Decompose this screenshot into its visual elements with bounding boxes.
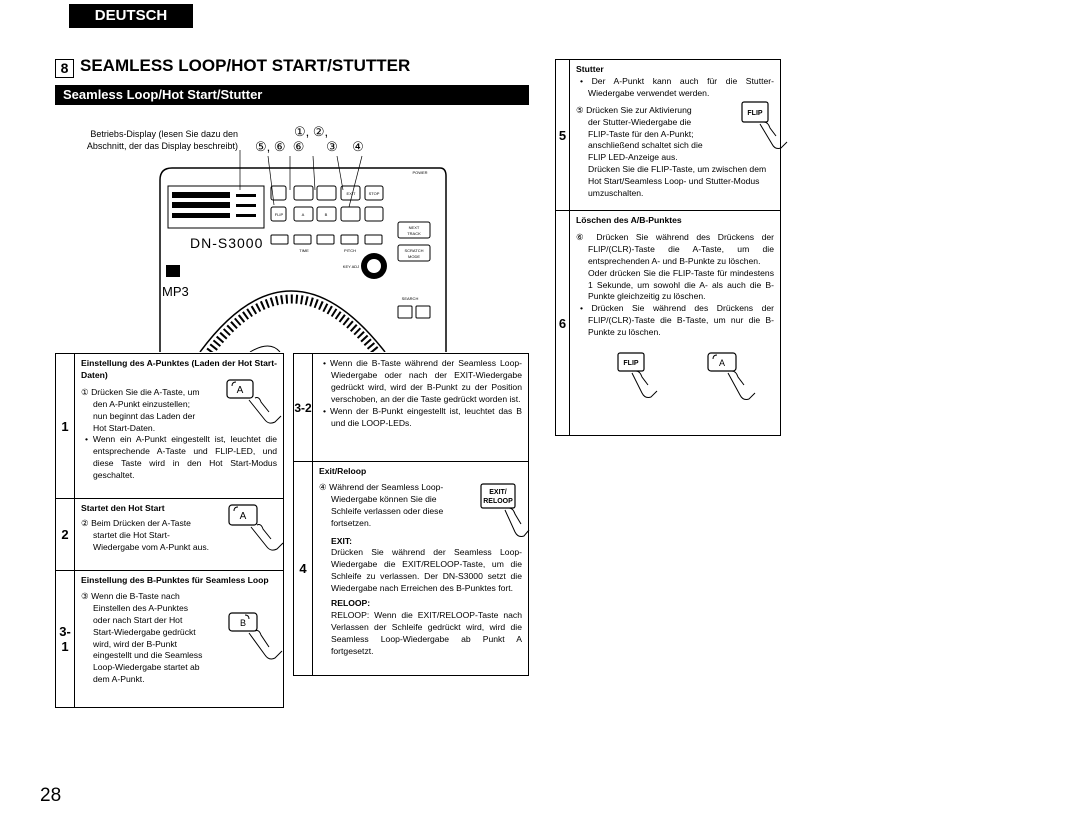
svg-text:A: A bbox=[240, 511, 247, 522]
svg-text:RELOOP: RELOOP bbox=[483, 498, 513, 505]
svg-text:SCRATCH: SCRATCH bbox=[404, 248, 423, 253]
svg-text:MODE: MODE bbox=[408, 254, 420, 259]
section-number: 8 bbox=[55, 59, 74, 78]
step-number: 4 bbox=[293, 461, 313, 676]
a-button-press-icon: A bbox=[226, 379, 282, 424]
step-number: 3-1 bbox=[55, 570, 75, 708]
flip-a-button-press-icon: FLIP A bbox=[617, 352, 756, 401]
middle-steps-table: 3-2 • Wenn die B-Taste während der Seaml… bbox=[293, 353, 530, 676]
step-heading: Einstellung des B-Punktes für Seamless L… bbox=[81, 575, 269, 585]
step-heading: Löschen des A/B-Punktes bbox=[576, 215, 682, 225]
left-steps-table: 1 Einstellung des A-Punktes (Laden der H… bbox=[55, 353, 284, 708]
figure-callout-numbers-top: ①, ②, bbox=[294, 124, 329, 139]
figure-callout-text: Betriebs-Display (lesen Sie dazu den Abs… bbox=[86, 129, 238, 151]
svg-text:TRACK: TRACK bbox=[407, 231, 421, 236]
step-heading: Startet den Hot Start bbox=[81, 503, 165, 513]
reloop-text: RELOOP: Wenn die EXIT/RELOOP-Taste nach … bbox=[331, 609, 522, 656]
svg-text:B: B bbox=[325, 212, 328, 217]
step-bullet: • Der A-Punkt kann auch für die Stutter-… bbox=[580, 75, 774, 98]
right-steps-table: 5 Stutter • Der A-Punkt kann auch für di… bbox=[555, 59, 788, 436]
figure-callout-numbers: ⑤, ⑥ ⑥ ③ ④ bbox=[255, 139, 364, 154]
step-bullet: • Wenn die B-Taste während der Seamless … bbox=[323, 358, 522, 404]
step-bullet: • Wenn ein A-Punkt eingestellt ist, leuc… bbox=[85, 434, 277, 481]
svg-text:TIME: TIME bbox=[299, 248, 309, 253]
subsection-title: Seamless Loop/Hot Start/Stutter bbox=[55, 85, 529, 105]
step-text: ③ Wenn die B-Taste nach Einstellen des A… bbox=[81, 590, 203, 685]
svg-text:FLIP: FLIP bbox=[275, 212, 284, 217]
step-number: 1 bbox=[55, 353, 75, 499]
svg-text:FLIP: FLIP bbox=[747, 110, 762, 117]
svg-text:EXIT: EXIT bbox=[347, 191, 356, 196]
device-illustration: POWER EXIT STOP NEXT TRACK SCRATCH MODE … bbox=[159, 150, 447, 352]
step-number: 3-2 bbox=[293, 353, 313, 462]
step-text: ② Beim Drücken der A-Taste startet die H… bbox=[81, 517, 210, 552]
exit-text: Drücken Sie während der Seamless Loop-Wi… bbox=[331, 547, 522, 594]
step-text-alt: Oder drücken Sie die FLIP-Taste für mind… bbox=[588, 267, 774, 302]
svg-text:A: A bbox=[237, 385, 244, 396]
step-heading: Stutter bbox=[576, 64, 604, 74]
svg-text:FLIP: FLIP bbox=[623, 360, 638, 367]
reloop-heading: RELOOP: bbox=[331, 598, 371, 609]
svg-text:EXIT/: EXIT/ bbox=[489, 489, 507, 496]
flip-button-press-icon: FLIP bbox=[741, 101, 788, 149]
step-heading: Exit/Reloop bbox=[319, 466, 367, 476]
step-text: ⑤ Drücken Sie zur Aktivierung der Stutte… bbox=[576, 104, 703, 163]
step-text: ⑥ Drücken Sie während des Drückens der F… bbox=[576, 231, 774, 266]
svg-text:A: A bbox=[719, 358, 725, 368]
language-tab: DEUTSCH bbox=[69, 4, 193, 28]
section-title: SEAMLESS LOOP/HOT START/STUTTER bbox=[80, 56, 411, 75]
svg-text:STOP: STOP bbox=[369, 191, 380, 196]
step-bullet: • Wenn der B-Punkt eingestellt ist, leuc… bbox=[323, 405, 522, 428]
step-text: ④ Während der Seamless Loop- Wiedergabe … bbox=[319, 481, 444, 528]
mp3-label: MP3 bbox=[162, 284, 189, 299]
step-heading: Einstellung des A-Punktes (Laden der Hot… bbox=[81, 358, 277, 380]
svg-text:A: A bbox=[302, 212, 305, 217]
b-button-press-icon: B bbox=[228, 612, 283, 660]
step-bullet: • Drücken Sie während des Drückens der F… bbox=[580, 303, 774, 338]
step-number: 6 bbox=[555, 210, 570, 436]
svg-text:PITCH: PITCH bbox=[344, 248, 356, 253]
svg-text:B: B bbox=[240, 618, 246, 628]
step-extra: Drücken Sie die FLIP-Taste, um zwischen … bbox=[588, 164, 767, 199]
svg-text:NEXT: NEXT bbox=[409, 225, 420, 230]
page-number: 28 bbox=[40, 785, 62, 806]
step-number: 2 bbox=[55, 498, 75, 571]
svg-text:POWER: POWER bbox=[412, 170, 427, 175]
svg-text:KEY ADJ: KEY ADJ bbox=[343, 264, 359, 269]
exit-reloop-button-press-icon: EXIT/ RELOOP bbox=[480, 483, 530, 537]
exit-heading: EXIT: bbox=[331, 535, 353, 546]
step-number: 5 bbox=[555, 59, 570, 211]
a-button-press-icon: A bbox=[228, 504, 284, 551]
device-logo: DN-S3000 bbox=[190, 235, 263, 251]
step-text: ① Drücken Sie die A-Taste, um den A-Punk… bbox=[81, 386, 200, 433]
svg-text:SEARCH: SEARCH bbox=[402, 296, 419, 301]
